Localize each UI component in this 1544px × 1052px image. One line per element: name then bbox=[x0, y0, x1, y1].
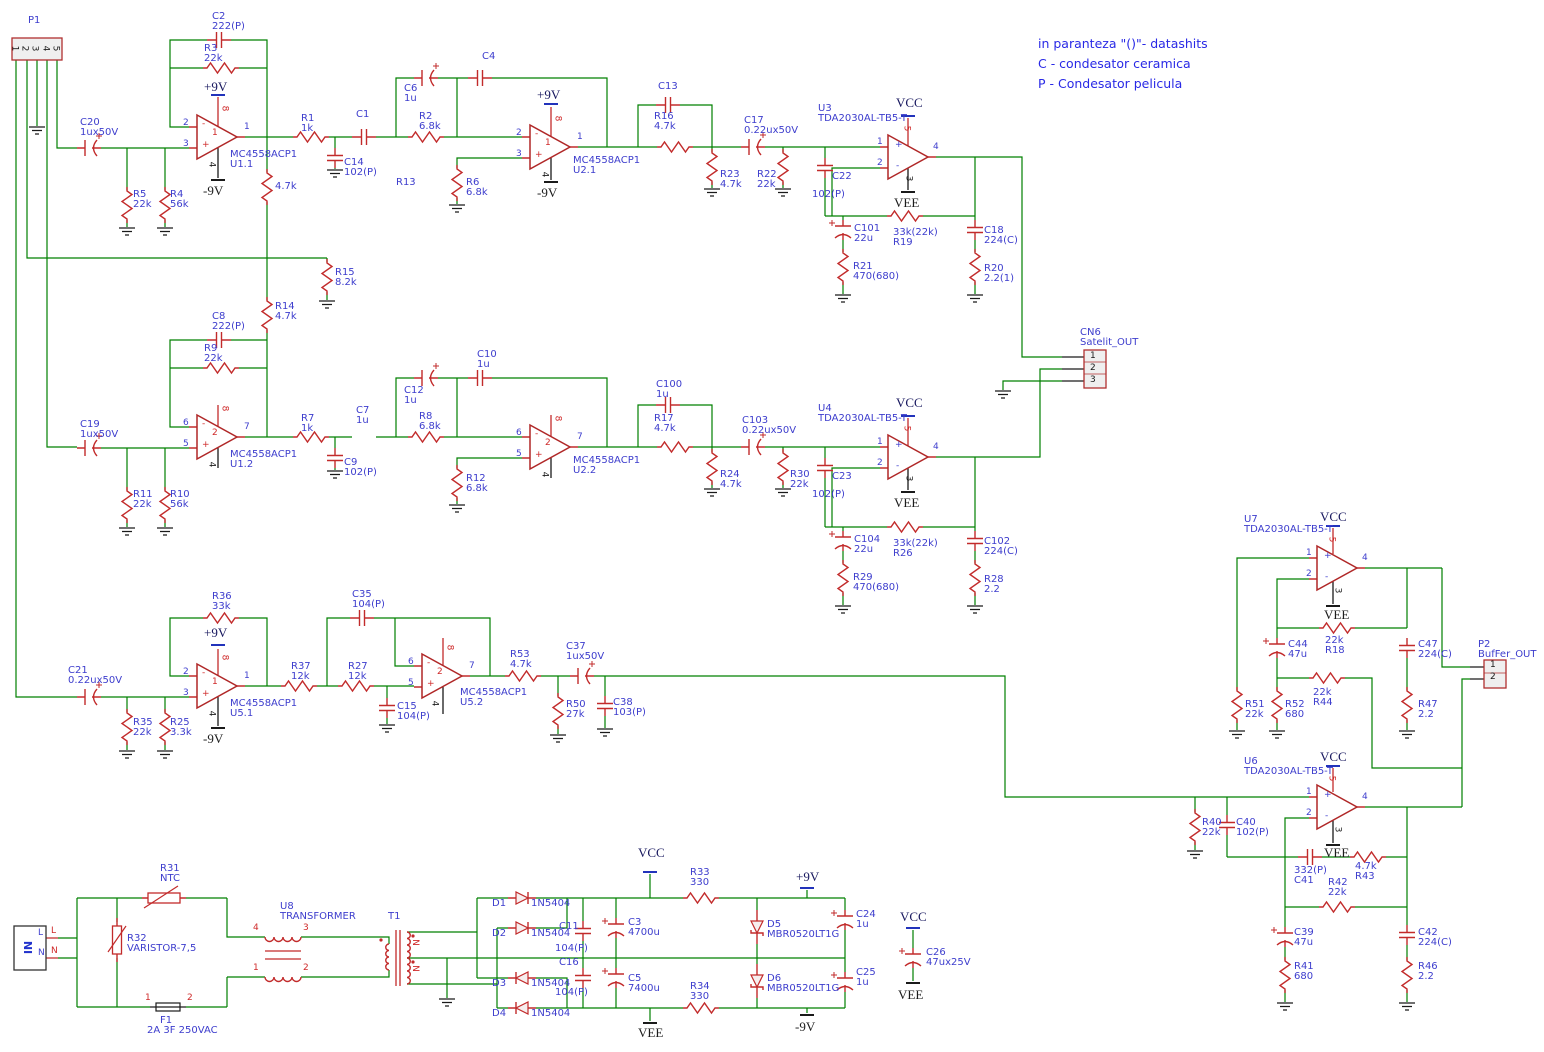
rail-bars-negative bbox=[211, 179, 1340, 1024]
rail-bars-positive bbox=[211, 94, 1340, 929]
component-symbols bbox=[76, 31, 1416, 1015]
connector-cn6 bbox=[1083, 349, 1107, 389]
connector-p2 bbox=[1483, 659, 1507, 689]
wires-signal bbox=[15, 39, 1470, 1021]
connector-p1 bbox=[11, 37, 63, 61]
wires-power-pins bbox=[46, 97, 1334, 986]
ground-symbols bbox=[28, 126, 1416, 1011]
wires-neg-pins bbox=[217, 148, 1484, 843]
connector-symbols bbox=[11, 37, 1507, 971]
amplifier-symbols bbox=[188, 114, 1366, 830]
connector-in bbox=[13, 925, 47, 971]
